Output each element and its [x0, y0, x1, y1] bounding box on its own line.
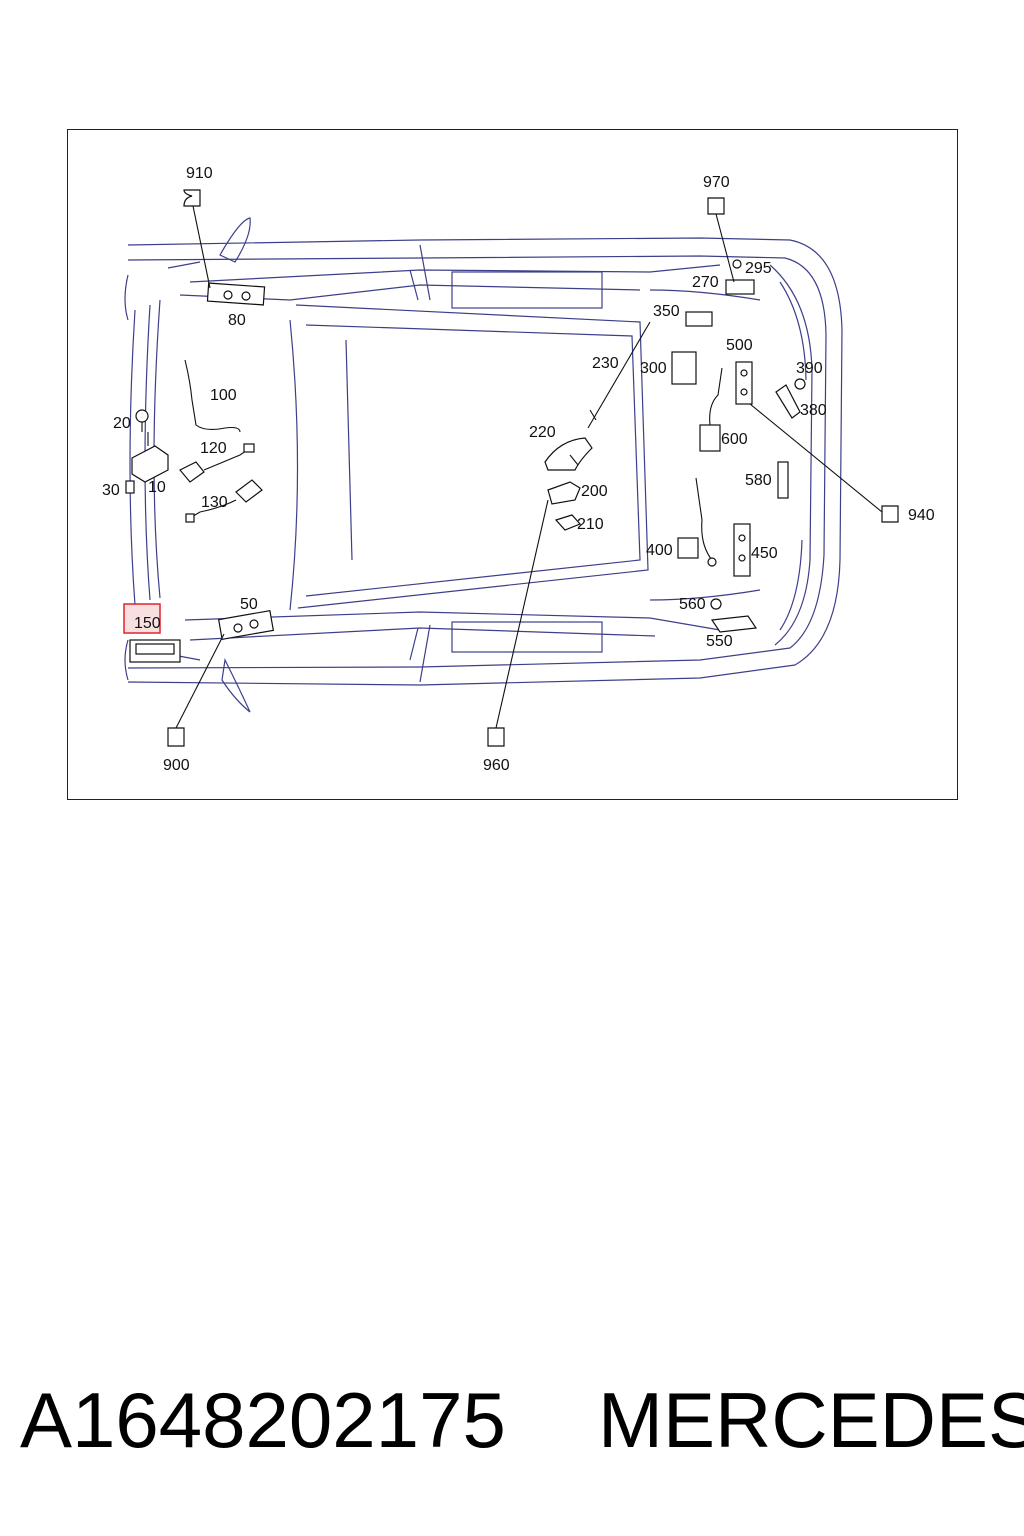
callout-960: 960: [483, 757, 510, 774]
callout-10: 10: [148, 479, 166, 496]
part-20-screw[interactable]: [135, 409, 149, 432]
callout-130: 130: [201, 494, 228, 511]
part-500-light[interactable]: [735, 361, 753, 405]
callout-30: 30: [102, 482, 120, 499]
callout-940: 940: [908, 507, 935, 524]
callout-270: 270: [692, 274, 719, 291]
brand-name: MERCEDES: [598, 1376, 1024, 1464]
part-220-roof-antenna[interactable]: [544, 437, 593, 471]
part-380-bracket[interactable]: [775, 384, 801, 419]
part-130-cable[interactable]: [185, 479, 263, 523]
part-560-nut[interactable]: [710, 598, 722, 610]
callout-150: 150: [134, 615, 161, 632]
callout-labels: 910 970 80 295 270 350 230 300 500 390 3…: [102, 165, 935, 774]
part-350-connector[interactable]: [685, 311, 713, 327]
part-230-rod[interactable]: [587, 321, 651, 429]
part-200-base[interactable]: [547, 481, 581, 505]
part-450-light[interactable]: [733, 523, 751, 577]
part-210-gasket[interactable]: [554, 514, 582, 531]
callout-550: 550: [706, 633, 733, 650]
callout-350: 350: [653, 303, 680, 320]
highlight-box-150: [123, 603, 161, 634]
callout-500: 500: [726, 337, 753, 354]
part-30-clip[interactable]: [125, 480, 135, 494]
part-550-bracket[interactable]: [710, 615, 758, 633]
callout-100: 100: [210, 387, 237, 404]
callout-900: 900: [163, 757, 190, 774]
part-390-nut[interactable]: [794, 378, 806, 390]
callout-600: 600: [721, 431, 748, 448]
callout-970: 970: [703, 174, 730, 191]
part-100-cable[interactable]: [184, 359, 241, 433]
callout-400: 400: [646, 542, 673, 559]
callout-580: 580: [745, 472, 772, 489]
callout-120: 120: [200, 440, 227, 457]
callout-910: 910: [186, 165, 213, 182]
callout-50: 50: [240, 596, 258, 613]
part-400-module[interactable]: [677, 477, 717, 567]
part-600-unit[interactable]: [699, 367, 723, 452]
part-150-control-unit[interactable]: [129, 639, 181, 663]
part-50-light[interactable]: [217, 609, 275, 641]
callout-210: 210: [577, 516, 604, 533]
part-270-bracket[interactable]: [725, 279, 755, 295]
ref-940: [749, 403, 899, 523]
part-300-module[interactable]: [671, 351, 697, 385]
part-10-module[interactable]: [131, 432, 169, 483]
part-295-screw[interactable]: [732, 259, 742, 269]
callout-230: 230: [592, 355, 619, 372]
ref-970: [707, 197, 735, 283]
callout-380: 380: [800, 402, 827, 419]
callout-295: 295: [745, 260, 772, 277]
callout-300: 300: [640, 360, 667, 377]
ref-960: [487, 499, 549, 747]
ref-900: [167, 633, 225, 747]
callout-220: 220: [529, 424, 556, 441]
callout-80: 80: [228, 312, 246, 329]
ref-910: [183, 189, 211, 289]
part-number: A1648202175: [20, 1376, 506, 1464]
part-120-antenna[interactable]: [179, 443, 255, 483]
callout-390: 390: [796, 360, 823, 377]
diagram-frame: [67, 129, 958, 800]
car-outline: [124, 217, 843, 713]
part-580-strip[interactable]: [777, 461, 789, 499]
callout-200: 200: [581, 483, 608, 500]
callout-560: 560: [679, 596, 706, 613]
callout-20: 20: [113, 415, 131, 432]
part-80-light[interactable]: [206, 282, 266, 306]
callout-450: 450: [751, 545, 778, 562]
